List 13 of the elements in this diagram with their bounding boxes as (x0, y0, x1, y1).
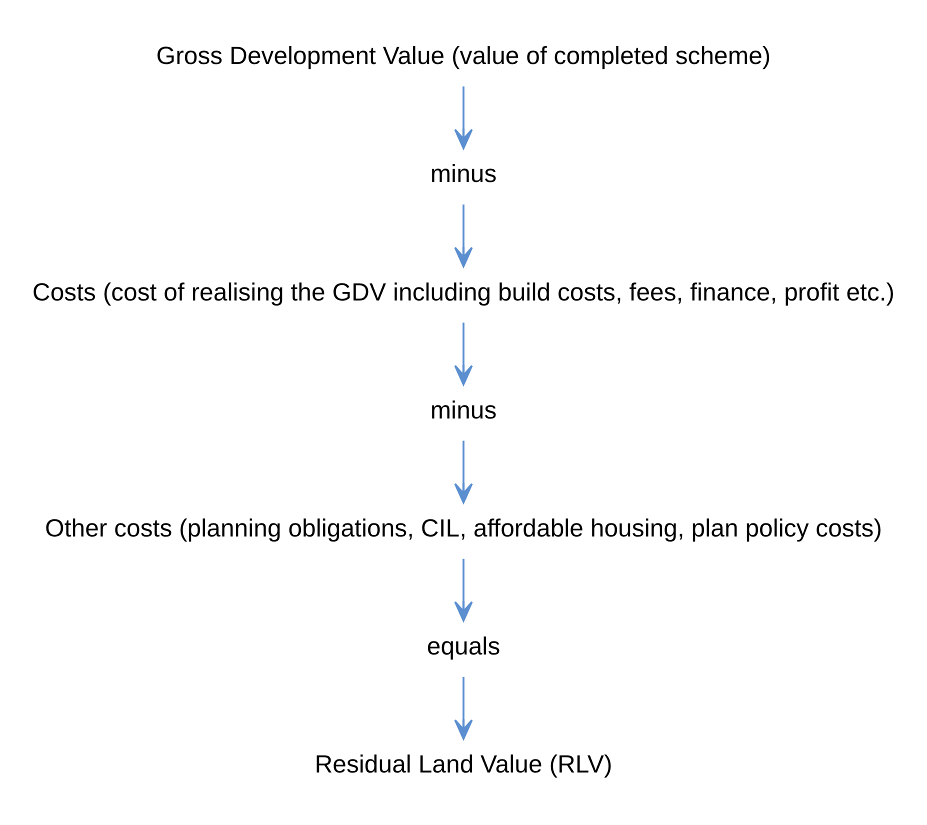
node-text: Gross Development Value (value of completed scheme) (156, 42, 771, 70)
node-text: minus (430, 396, 497, 424)
node-text: minus (430, 160, 497, 188)
node-text: Residual Land Value (RLV) (314, 750, 612, 779)
arrow (454, 440, 473, 504)
node-text: Other costs (planning obligations, CIL, affordable housing, plan policy costs) (45, 514, 882, 543)
node-text: equals (426, 632, 500, 661)
arrow (454, 322, 473, 386)
node-text: Costs (cost of realising the GDV including build costs, fees, finance, profit etc.) (32, 278, 895, 306)
arrow (454, 676, 473, 740)
arrow (454, 86, 473, 150)
arrow (454, 558, 473, 622)
arrow (454, 204, 473, 268)
